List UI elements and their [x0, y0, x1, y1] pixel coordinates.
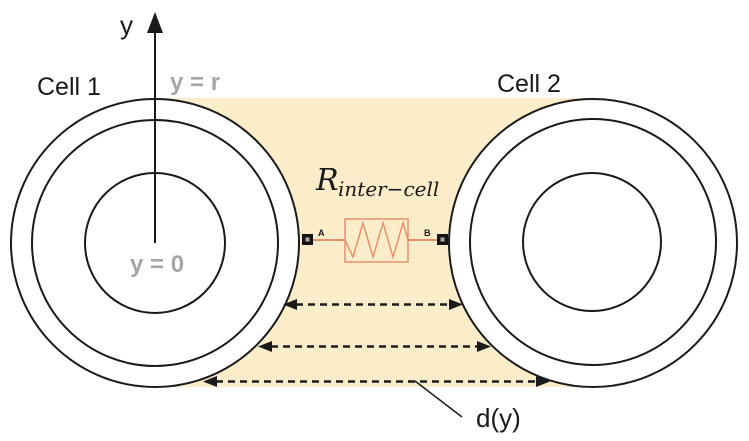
- cell-2-inner-ring: [522, 172, 662, 312]
- terminal-b-square-inner: [440, 237, 445, 242]
- distance-arrow-1-left-head-icon: [283, 299, 297, 310]
- distance-arrow-3: [203, 376, 550, 387]
- y-axis: [147, 12, 163, 243]
- distance-function-label: d(y): [476, 403, 521, 433]
- terminal-a-square-inner: [305, 237, 310, 242]
- distance-arrow-1: [283, 299, 463, 310]
- distance-arrow-2: [258, 341, 491, 352]
- y-axis-arrowhead-icon: [147, 12, 163, 33]
- resistance-symbol-main: R: [315, 163, 339, 198]
- distance-leader-line: [414, 380, 463, 418]
- y-axis-label: y: [120, 10, 133, 40]
- distance-arrow-3-right-head-icon: [536, 376, 550, 387]
- distance-arrow-3-left-head-icon: [203, 376, 217, 387]
- cell-2-label: Cell 2: [497, 70, 561, 98]
- distance-arrows: [203, 299, 550, 387]
- distance-arrow-1-right-head-icon: [449, 299, 463, 310]
- cell-2-circles: [448, 98, 738, 388]
- distance-arrow-2-left-head-icon: [258, 341, 272, 352]
- terminal-a-label: A: [318, 228, 325, 238]
- y-equals-0-label: y = 0: [130, 251, 184, 278]
- y-equals-r-label: y = r: [170, 69, 220, 96]
- resistance-symbol-subscript: inter−cell: [338, 177, 439, 201]
- inter-cell-resistor: A B: [302, 218, 448, 263]
- cell-2-middle-ring: [469, 118, 717, 366]
- distance-arrow-2-right-head-icon: [477, 341, 491, 352]
- cell-1-label: Cell 1: [37, 73, 101, 101]
- resistor-zigzag-icon: [344, 220, 409, 260]
- cell-2-outer-ring: [448, 98, 738, 388]
- terminal-b-label: B: [424, 228, 431, 238]
